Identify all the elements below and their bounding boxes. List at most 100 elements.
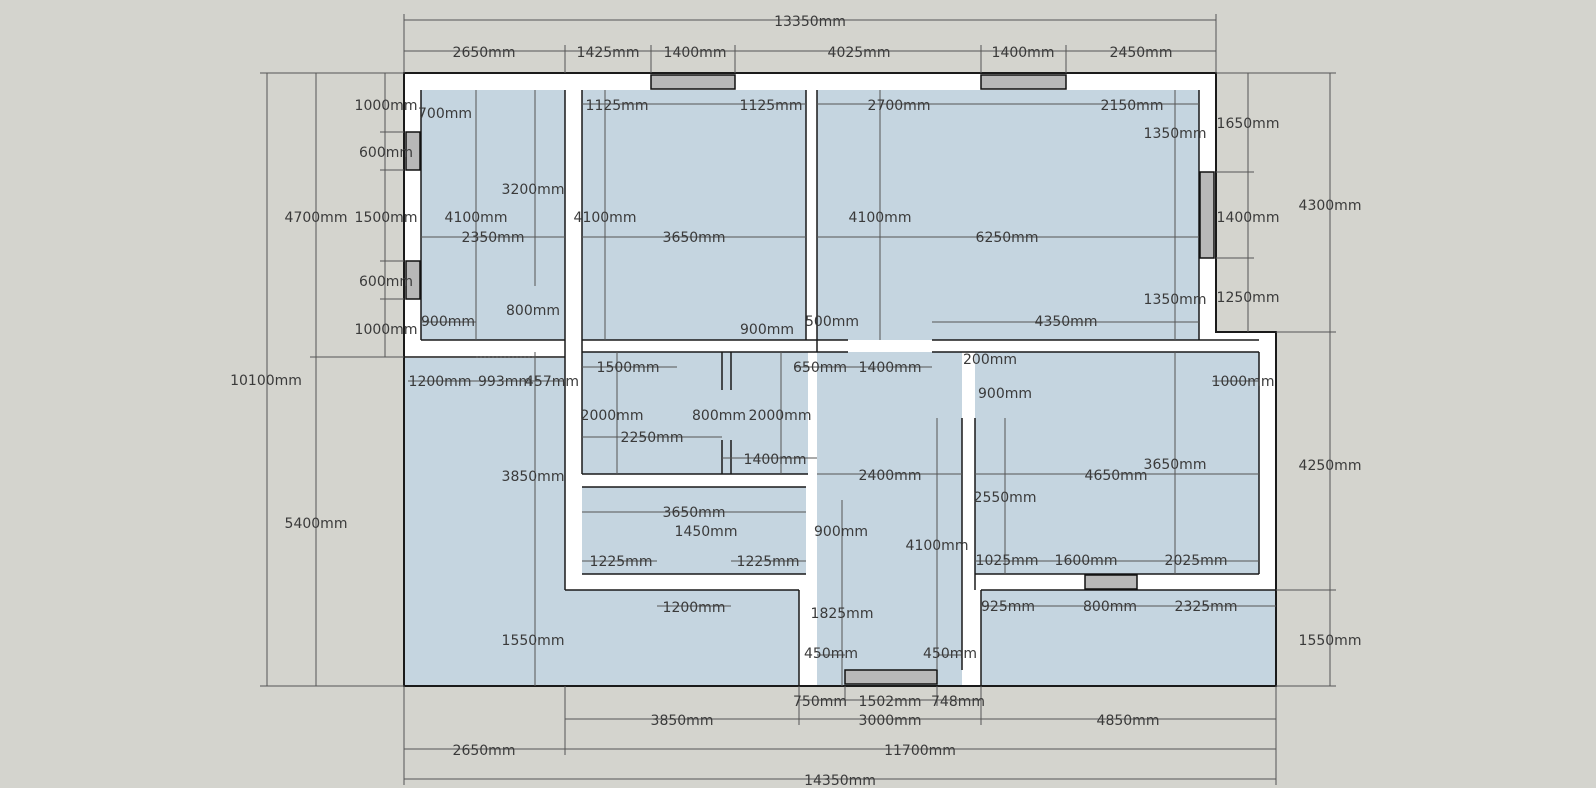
- dim-i-450b: 450mm: [923, 646, 977, 662]
- dim-i-900c: 900mm: [978, 386, 1032, 402]
- dim-i-900d: 900mm: [814, 524, 868, 540]
- dim-right-4250: 4250mm: [1299, 458, 1362, 474]
- dim-i-1350b: 1350mm: [1144, 292, 1207, 308]
- dim-top-1400a: 1400mm: [664, 45, 727, 61]
- dim-i-4650: 4650mm: [1085, 468, 1148, 484]
- dim-bottom-750: 750mm: [793, 694, 847, 710]
- dim-i-4100a: 4100mm: [445, 210, 508, 226]
- dim-bottom-4850: 4850mm: [1097, 713, 1160, 729]
- dim-top-2450: 2450mm: [1110, 45, 1173, 61]
- dim-bottom-3850: 3850mm: [651, 713, 714, 729]
- window-top-2: [980, 74, 1067, 90]
- room-top-left: [421, 90, 565, 340]
- dim-bottom-14350: 14350mm: [804, 773, 876, 788]
- dim-i-1550: 1550mm: [502, 633, 565, 649]
- dim-i-450a: 450mm: [804, 646, 858, 662]
- dim-i-1125b: 1125mm: [740, 98, 803, 114]
- dim-i-3200: 3200mm: [502, 182, 565, 198]
- dim-i-1350a: 1350mm: [1144, 126, 1207, 142]
- dim-i-500: 500mm: [805, 314, 859, 330]
- dim-i-3650b: 3650mm: [1144, 457, 1207, 473]
- dim-i-2000a: 2000mm: [581, 408, 644, 424]
- dim-i-2250: 2250mm: [621, 430, 684, 446]
- dim-i-4100c: 4100mm: [849, 210, 912, 226]
- dimension-lines: [260, 14, 1336, 785]
- dim-i-925: 925mm: [981, 599, 1035, 615]
- dim-i-2350: 2350mm: [462, 230, 525, 246]
- dim-right-1250: 1250mm: [1217, 290, 1280, 306]
- dim-lw-1000a: 1000mm: [355, 98, 418, 114]
- dim-i-1225b: 1225mm: [737, 554, 800, 570]
- dim-i-650: 650mm: [793, 360, 847, 376]
- dim-i-2550: 2550mm: [974, 490, 1037, 506]
- dim-i-6250: 6250mm: [976, 230, 1039, 246]
- dim-i-3650c: 3650mm: [663, 505, 726, 521]
- dim-right-1550: 1550mm: [1299, 633, 1362, 649]
- floor-plan: [403, 72, 1277, 687]
- interior-walls: [405, 90, 1276, 686]
- dim-i-1825: 1825mm: [811, 606, 874, 622]
- dim-left-4700: 4700mm: [285, 210, 348, 226]
- outdoor-left: [405, 358, 565, 685]
- hall-center: [817, 352, 962, 670]
- dim-i-2025: 2025mm: [1165, 553, 1228, 569]
- dim-i-4350: 4350mm: [1035, 314, 1098, 330]
- dim-i-1000: 1000mm: [1212, 374, 1275, 390]
- dim-i-3650a: 3650mm: [663, 230, 726, 246]
- dim-i-457: 457mm: [525, 374, 579, 390]
- dim-i-1500: 1500mm: [597, 360, 660, 376]
- dim-i-1400a: 1400mm: [859, 360, 922, 376]
- dim-right-1650: 1650mm: [1217, 116, 1280, 132]
- dim-bottom-3000: 3000mm: [859, 713, 922, 729]
- window-top-1: [650, 74, 736, 90]
- dim-top-2650: 2650mm: [453, 45, 516, 61]
- dim-lw-600b: 600mm: [359, 274, 413, 290]
- dim-right-4300: 4300mm: [1299, 198, 1362, 214]
- dim-left-5400: 5400mm: [285, 516, 348, 532]
- room-top-right: [817, 90, 1199, 340]
- dim-i-4100d: 4100mm: [906, 538, 969, 554]
- dim-i-993: 993mm: [478, 374, 532, 390]
- dim-top-overall: 13350mm: [774, 14, 846, 30]
- dim-i-800c: 800mm: [1083, 599, 1137, 615]
- room-center-lower: [582, 487, 806, 574]
- window-left-2: [405, 260, 421, 300]
- dim-i-700: 700mm: [418, 106, 472, 122]
- window-right-1: [1199, 171, 1215, 259]
- dim-i-900a: 900mm: [421, 314, 475, 330]
- dim-lw-600a: 600mm: [359, 145, 413, 161]
- dim-i-3850: 3850mm: [502, 469, 565, 485]
- dim-i-1200b: 1200mm: [663, 600, 726, 616]
- dim-i-2000b: 2000mm: [749, 408, 812, 424]
- window-bottom-1: [844, 669, 938, 685]
- dimension-labels: 13350mm 2650mm 1425mm 1400mm 4025mm 1400…: [230, 14, 1361, 788]
- dim-top-4025: 4025mm: [828, 45, 891, 61]
- dim-i-1125a: 1125mm: [586, 98, 649, 114]
- dim-top-1425: 1425mm: [577, 45, 640, 61]
- dim-i-1025: 1025mm: [976, 553, 1039, 569]
- dim-i-2700: 2700mm: [868, 98, 931, 114]
- dim-bottom-1502: 1502mm: [859, 694, 922, 710]
- room-right-middle: [975, 352, 1259, 574]
- dim-i-1225a: 1225mm: [590, 554, 653, 570]
- window-left-1: [405, 131, 421, 171]
- dim-bottom-11700: 11700mm: [884, 743, 956, 759]
- dim-i-1600: 1600mm: [1055, 553, 1118, 569]
- window-inner-1: [1084, 574, 1138, 590]
- dim-i-2325: 2325mm: [1175, 599, 1238, 615]
- room-top-middle: [582, 90, 806, 340]
- dim-top-1400b: 1400mm: [992, 45, 1055, 61]
- dim-lw-1000b: 1000mm: [355, 322, 418, 338]
- dim-i-1400b: 1400mm: [744, 452, 807, 468]
- dim-left-10100: 10100mm: [230, 373, 302, 389]
- dim-right-1400: 1400mm: [1217, 210, 1280, 226]
- dim-i-1450: 1450mm: [675, 524, 738, 540]
- dim-bottom-748: 748mm: [931, 694, 985, 710]
- dim-i-4100b: 4100mm: [574, 210, 637, 226]
- dim-i-900b: 900mm: [740, 322, 794, 338]
- dim-i-1200a: 1200mm: [409, 374, 472, 390]
- dim-i-2400: 2400mm: [859, 468, 922, 484]
- corridor-middle: [582, 352, 808, 474]
- dim-lw-1500: 1500mm: [355, 210, 418, 226]
